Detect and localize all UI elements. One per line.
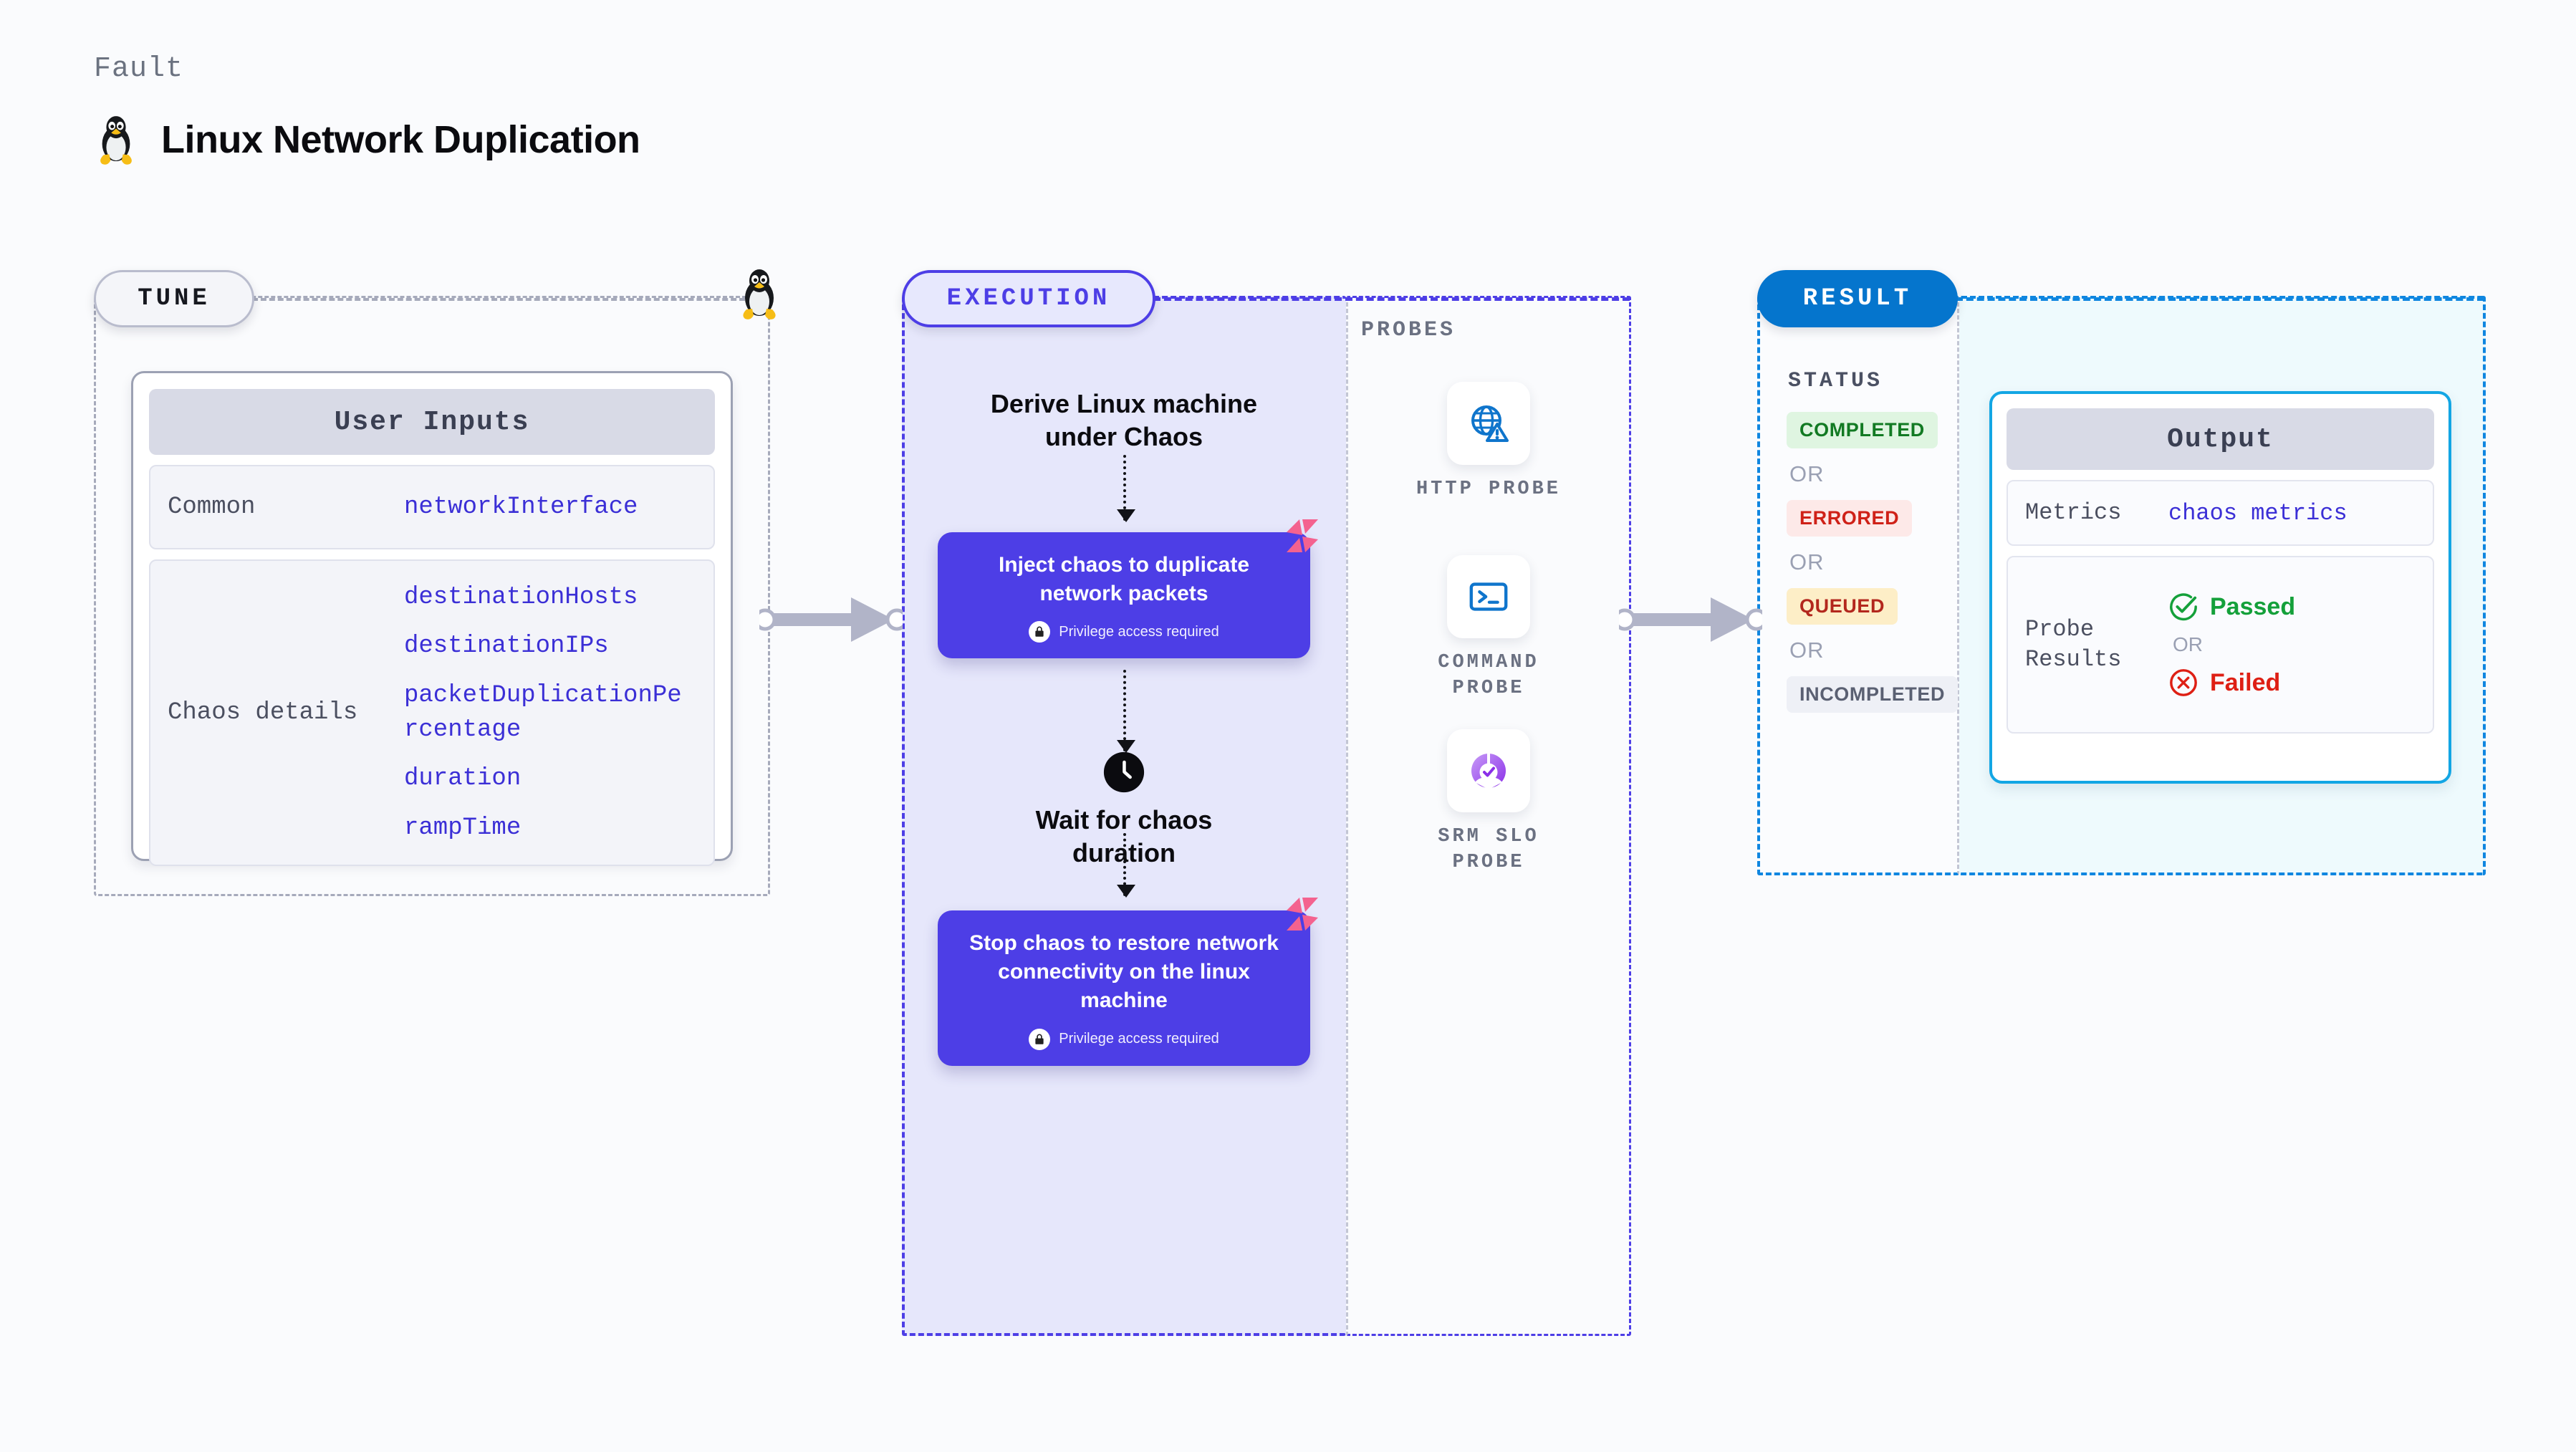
- execution-connector-line: [1153, 297, 1630, 301]
- status-badge-incompleted: INCOMPLETED: [1787, 676, 1959, 713]
- execution-node-stop-privilege: Privilege access required: [959, 1028, 1289, 1050]
- probe-http-name: HTTP PROBE: [1346, 476, 1631, 502]
- status-label: STATUS: [1788, 369, 1883, 393]
- probe-srm-slo[interactable]: SRM SLO PROBE: [1346, 729, 1631, 876]
- lock-icon: [1029, 1028, 1051, 1050]
- probe-result-failed-text: Failed: [2210, 668, 2281, 696]
- clock-icon: [1103, 751, 1145, 793]
- page-title: Linux Network Duplication: [94, 113, 640, 166]
- page-title-text: Linux Network Duplication: [161, 118, 640, 161]
- terminal-icon: [1469, 582, 1508, 611]
- tune-connector-line: [252, 298, 754, 301]
- output-probe-results-key-line1: Probe: [2025, 616, 2095, 643]
- tune-row-chaos: Chaos details destinationHosts destinati…: [149, 559, 715, 866]
- probe-command-name-line2: PROBE: [1452, 678, 1525, 700]
- probe-command[interactable]: COMMAND PROBE: [1346, 555, 1631, 702]
- tune-row-common: Common networkInterface: [149, 465, 715, 549]
- execution-node-stop-title: Stop chaos to restore network connectivi…: [969, 931, 1279, 1013]
- probe-result-passed: Passed: [2168, 592, 2416, 622]
- harness-logo-icon: [1287, 519, 1318, 552]
- tune-row-chaos-key: Chaos details: [168, 699, 358, 726]
- output-row-probe-results: Probe Results Passed OR: [2007, 556, 2434, 734]
- slo-donut-check-icon: [1471, 752, 1506, 789]
- probe-command-tile: [1447, 555, 1530, 638]
- result-connector-line: [1956, 297, 2484, 301]
- linux-penguin-edge-icon: [743, 269, 776, 319]
- output-title: Output: [2007, 408, 2434, 470]
- linux-penguin-icon: [100, 116, 132, 165]
- status-or-1: OR: [1789, 461, 1825, 486]
- probe-result-passed-text: Passed: [2210, 592, 2296, 620]
- output-probe-results-key-line2: Results: [2025, 646, 2122, 673]
- tune-row-chaos-values: destinationHosts destinationIPs packetDu…: [404, 580, 696, 845]
- status-or-3: OR: [1789, 638, 1825, 663]
- output-metrics-value[interactable]: chaos metrics: [2168, 499, 2347, 527]
- tune-container: [94, 296, 770, 896]
- output-probe-results-key: Probe Results: [2025, 615, 2168, 674]
- execution-node-inject[interactable]: Inject chaos to duplicate network packet…: [938, 519, 1318, 659]
- execution-node-stop[interactable]: Stop chaos to restore network connectivi…: [938, 898, 1318, 1066]
- param-duration[interactable]: duration: [404, 765, 522, 793]
- execution-pill[interactable]: EXECUTION: [902, 270, 1155, 327]
- globe-warning-icon: [1471, 405, 1509, 442]
- probe-http-tile: [1447, 382, 1530, 465]
- param-destinationhosts[interactable]: destinationHosts: [404, 584, 638, 612]
- execution-flow-heading: Derive Linux machine under Chaos: [902, 388, 1346, 453]
- probe-srm-slo-name-line1: SRM SLO: [1438, 826, 1539, 847]
- flow-arrow-1: [1117, 455, 1135, 522]
- probe-http[interactable]: HTTP PROBE: [1346, 382, 1631, 502]
- probe-result-or: OR: [2173, 633, 2203, 655]
- execution-flow: Derive Linux machine under Chaos Inject …: [902, 296, 1346, 1336]
- output-metrics-key: Metrics: [2025, 499, 2122, 527]
- user-inputs-title: User Inputs: [149, 389, 715, 455]
- param-destinationips[interactable]: destinationIPs: [404, 633, 609, 660]
- output-row-metrics: Metrics chaos metrics: [2007, 480, 2434, 546]
- execution-node-stop-privilege-text: Privilege access required: [1059, 1031, 1219, 1047]
- wait-step: Wait for chaos duration: [902, 751, 1346, 870]
- probe-http-name-line2: PROBE: [1489, 479, 1562, 500]
- tune-row-common-key: Common: [168, 494, 256, 521]
- probes-container: [1346, 296, 1631, 1336]
- wait-step-line1: Wait for chaos: [1035, 805, 1213, 835]
- status-badge-errored: ERRORED: [1787, 500, 1913, 537]
- probe-http-name-line1: HTTP: [1416, 479, 1474, 500]
- param-packetduplicationpercentage[interactable]: packetDuplicationPercentage: [404, 681, 682, 744]
- output-probe-results-values: Passed OR Failed: [2168, 592, 2416, 698]
- probe-command-name: COMMAND PROBE: [1346, 650, 1631, 702]
- x-circle-icon: [2170, 669, 2197, 696]
- user-inputs-card: User Inputs Common networkInterface Chao…: [131, 371, 733, 866]
- output-card: Output Metrics chaos metrics Probe Resul…: [1989, 391, 2451, 784]
- flow-arrow-3: [1117, 833, 1135, 898]
- connector-tune-to-execution: [759, 597, 903, 642]
- status-badge-completed: COMPLETED: [1787, 412, 1938, 448]
- connector-probes-to-result: [1619, 597, 1762, 642]
- status-badge-queued: QUEUED: [1787, 588, 1898, 625]
- execution-flow-heading-line2: under Chaos: [1044, 422, 1203, 452]
- probe-srm-slo-tile: [1447, 729, 1530, 812]
- harness-logo-icon: [1287, 898, 1318, 931]
- result-pill[interactable]: RESULT: [1757, 270, 1958, 327]
- param-networkinterface[interactable]: networkInterface: [404, 493, 638, 521]
- fault-eyebrow: Fault: [94, 53, 184, 85]
- probe-srm-slo-name: SRM SLO PROBE: [1346, 824, 1631, 876]
- flow-arrow-2: [1117, 670, 1135, 753]
- probes-label: PROBES: [1361, 318, 1456, 342]
- status-or-2: OR: [1789, 549, 1825, 574]
- tune-pill[interactable]: TUNE: [94, 270, 254, 327]
- status-list: COMPLETED OR ERRORED OR QUEUED OR INCOMP…: [1787, 412, 1966, 713]
- check-circle-icon: [2170, 593, 2197, 621]
- lock-icon: [1029, 621, 1051, 643]
- output-metrics-value-wrap: chaos metrics: [2168, 500, 2416, 527]
- probe-srm-slo-name-line2: PROBE: [1452, 852, 1525, 874]
- execution-node-inject-title: Inject chaos to duplicate network packet…: [998, 553, 1250, 606]
- probe-result-failed: Failed: [2168, 668, 2416, 698]
- tune-row-common-values: networkInterface: [404, 490, 696, 524]
- execution-node-inject-privilege-text: Privilege access required: [1059, 623, 1219, 640]
- param-ramptime[interactable]: rampTime: [404, 814, 522, 842]
- probe-command-name-line1: COMMAND: [1438, 652, 1539, 673]
- execution-node-inject-privilege: Privilege access required: [959, 621, 1289, 643]
- wait-step-label: Wait for chaos duration: [902, 804, 1346, 870]
- execution-flow-heading-line1: Derive Linux machine: [990, 389, 1258, 418]
